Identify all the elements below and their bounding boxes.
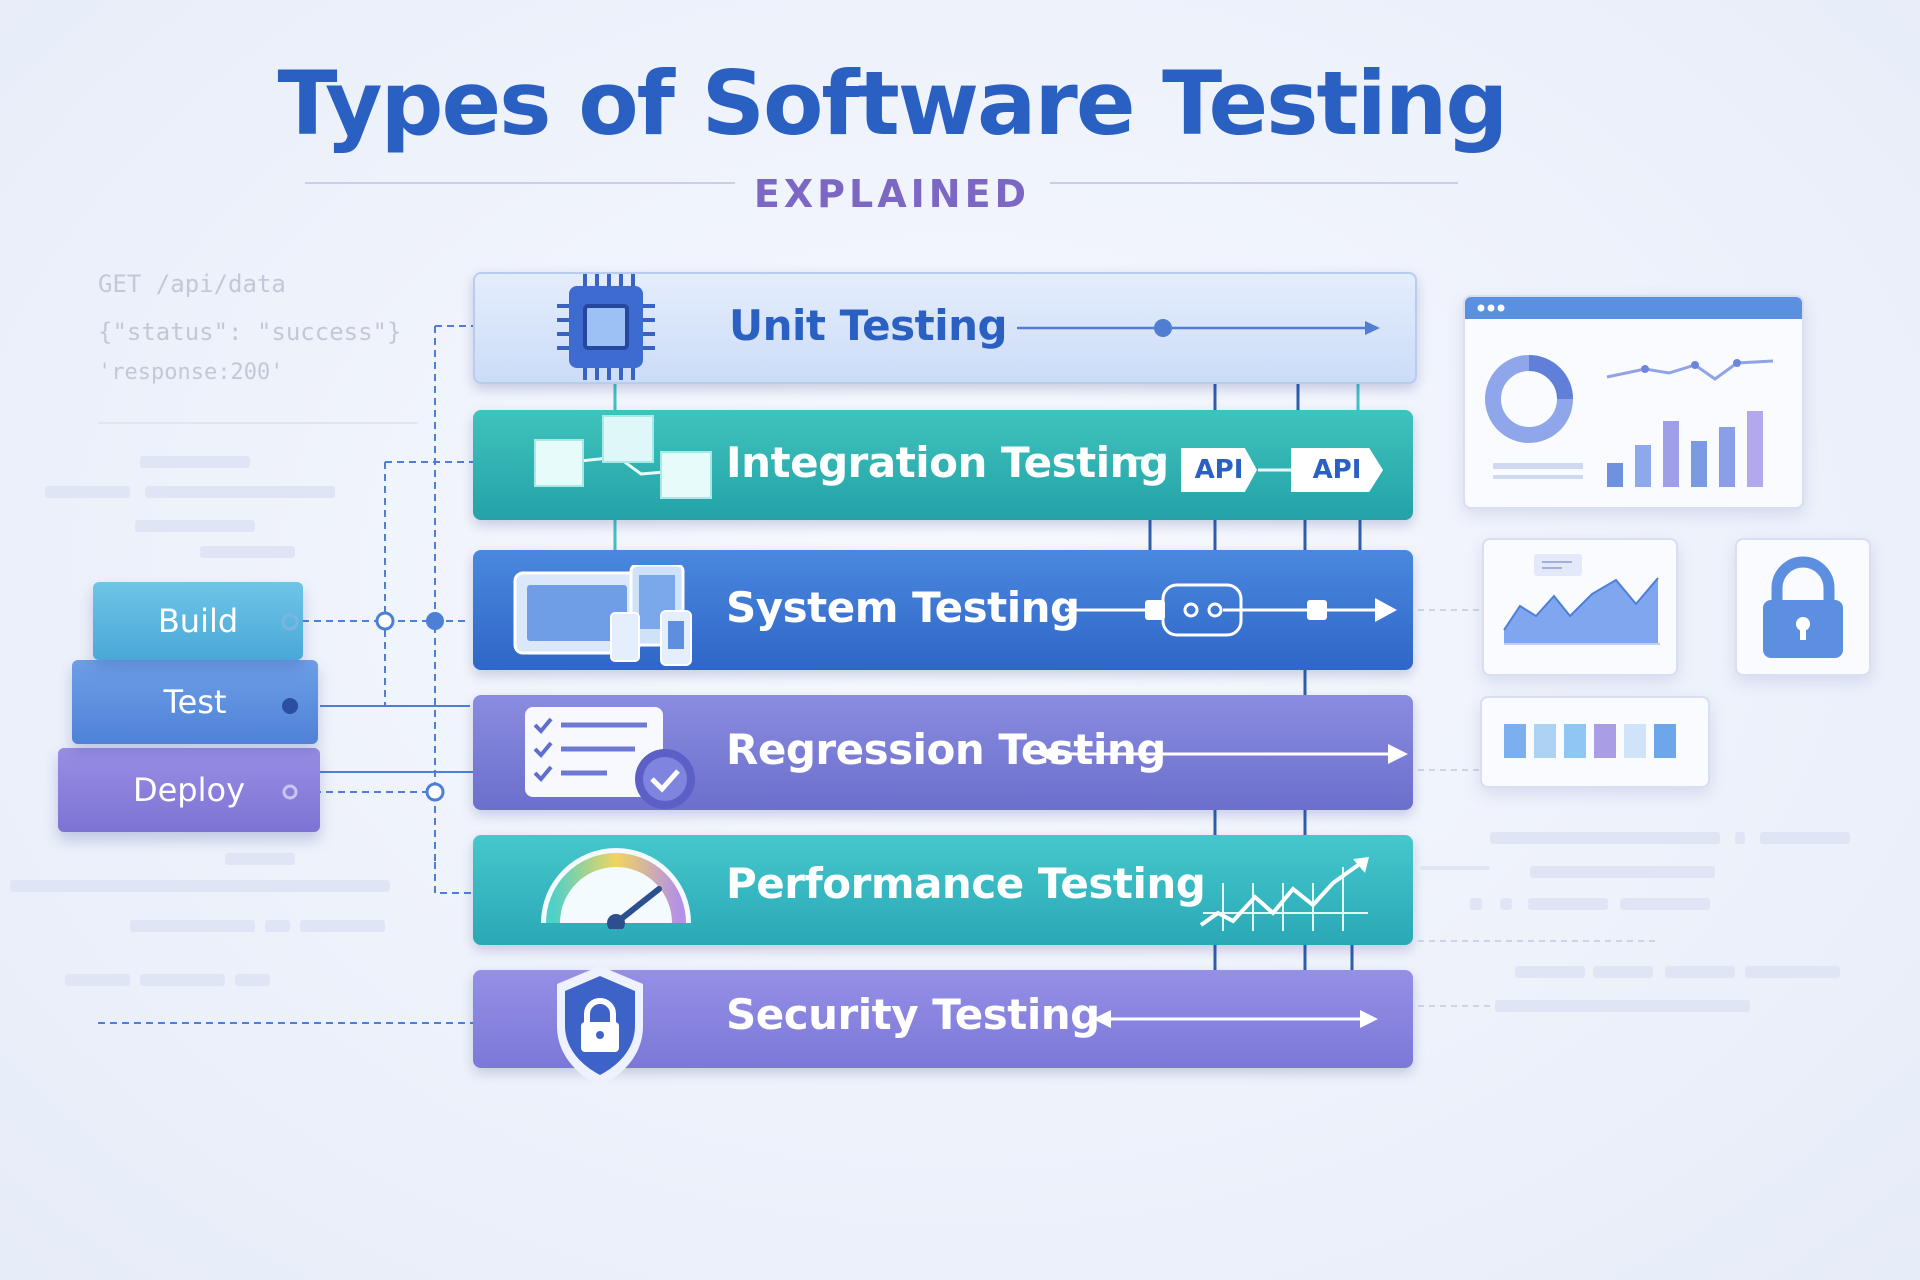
- pipeline-connector-dots: [281, 613, 299, 800]
- regression-bidirectional-arrow: [1038, 744, 1408, 764]
- api-connector: [1258, 468, 1293, 472]
- devices-icon: [513, 565, 692, 666]
- band-label-regression: Regression Testing: [726, 725, 1166, 774]
- band-unit-testing: Unit Testing: [473, 272, 1417, 384]
- band-system-testing: System Testing: [473, 550, 1413, 670]
- system-flow-arrow: [1065, 583, 1397, 637]
- pipeline-deploy: Deploy: [58, 748, 320, 832]
- band-performance-testing: Performance Testing: [473, 835, 1413, 945]
- subtitle-rule-left: [305, 182, 735, 184]
- code-line-request: GET /api/data: [98, 270, 286, 298]
- security-bidirectional-arrow: [1093, 1010, 1378, 1028]
- area-chart-panel: [1482, 538, 1678, 676]
- line-chart-icon: [1606, 359, 1774, 381]
- area-chart-icon: [1503, 554, 1660, 645]
- band-integration-testing: Integration Testing API API: [473, 410, 1413, 520]
- code-line-status: {"status": "success"}: [98, 318, 402, 346]
- dashboard-titlebar: [1465, 297, 1802, 319]
- unit-track-arrow: [1017, 319, 1380, 337]
- padlock-icon: [1763, 556, 1843, 658]
- pipeline-test: Test: [72, 660, 318, 744]
- color-swatch-icon: [1504, 724, 1676, 758]
- band-label-unit: Unit Testing: [729, 301, 1008, 350]
- band-regression-testing: Regression Testing: [473, 695, 1413, 810]
- band-label-security: Security Testing: [726, 990, 1100, 1039]
- band-security-testing: Security Testing: [473, 966, 1413, 1086]
- shield-lock-icon: [557, 966, 643, 1086]
- page-subtitle: EXPLAINED: [753, 172, 1031, 216]
- donut-chart-icon: [1485, 355, 1573, 443]
- integration-connector: [1130, 456, 1166, 460]
- api-tag-1: API: [1181, 448, 1257, 492]
- pipeline-build: Build: [93, 582, 303, 660]
- checklist-icon: [525, 707, 695, 809]
- speedometer-icon: [541, 848, 691, 929]
- code-line-response: 'response:200': [98, 360, 284, 385]
- page-title: Types of Software Testing: [277, 52, 1509, 155]
- cubes-icon: [534, 415, 712, 499]
- subtitle-rule-right: [1050, 182, 1458, 184]
- bar-chart-icon: [1607, 411, 1763, 487]
- performance-trend-chart-icon: [1199, 857, 1369, 931]
- band-label-performance: Performance Testing: [726, 859, 1206, 908]
- window-dots-icon: [1477, 304, 1505, 312]
- band-label-integration: Integration Testing: [726, 438, 1169, 487]
- band-label-system: System Testing: [726, 583, 1080, 632]
- lock-panel: [1735, 538, 1871, 676]
- chip-icon: [557, 274, 655, 380]
- dashboard-panel: [1463, 295, 1804, 509]
- color-swatch-panel: [1480, 696, 1710, 788]
- api-tag-2: API: [1291, 448, 1383, 492]
